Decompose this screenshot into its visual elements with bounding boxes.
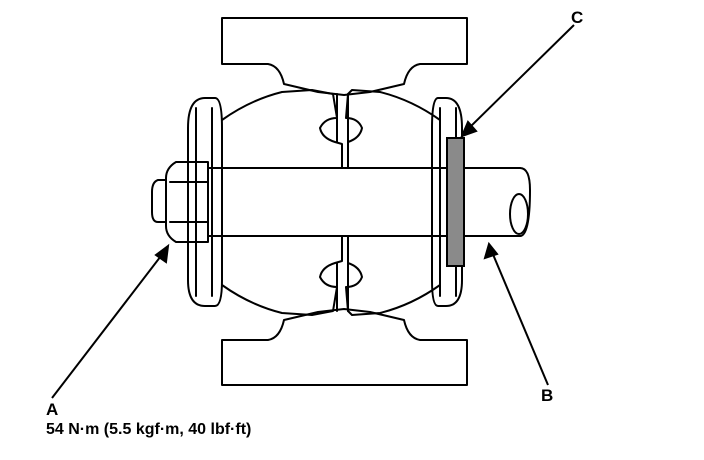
- bolt-end-face: [509, 193, 529, 235]
- leader-a: [51, 251, 165, 399]
- label-a: A: [46, 400, 59, 419]
- label-b: B: [541, 386, 554, 405]
- arrowhead-c: [460, 120, 478, 138]
- center-web-slot: [336, 93, 349, 312]
- bolt-end: [519, 167, 531, 237]
- right-bushing-upper: [345, 89, 441, 169]
- nut: [165, 161, 209, 243]
- arrowhead-b: [483, 241, 499, 260]
- label-a-torque-spec: 54 N·m (5.5 kgf·m, 40 lbf·ft): [46, 421, 252, 438]
- arrowhead-a: [154, 243, 170, 264]
- washer-c: [446, 137, 465, 267]
- upper-bracket-plate: [221, 17, 468, 96]
- bolt-tip: [151, 179, 167, 223]
- leader-b: [491, 251, 549, 386]
- right-collar-flange: [431, 97, 463, 307]
- left-bushing-lower: [221, 235, 343, 316]
- lower-bracket-plate: [221, 308, 468, 386]
- through-bolt-shaft: [207, 167, 521, 237]
- right-bushing-lower: [345, 235, 441, 316]
- label-c: C: [571, 8, 584, 27]
- left-bushing-upper: [221, 89, 343, 169]
- leader-c: [466, 24, 575, 131]
- left-collar-flange: [187, 97, 223, 307]
